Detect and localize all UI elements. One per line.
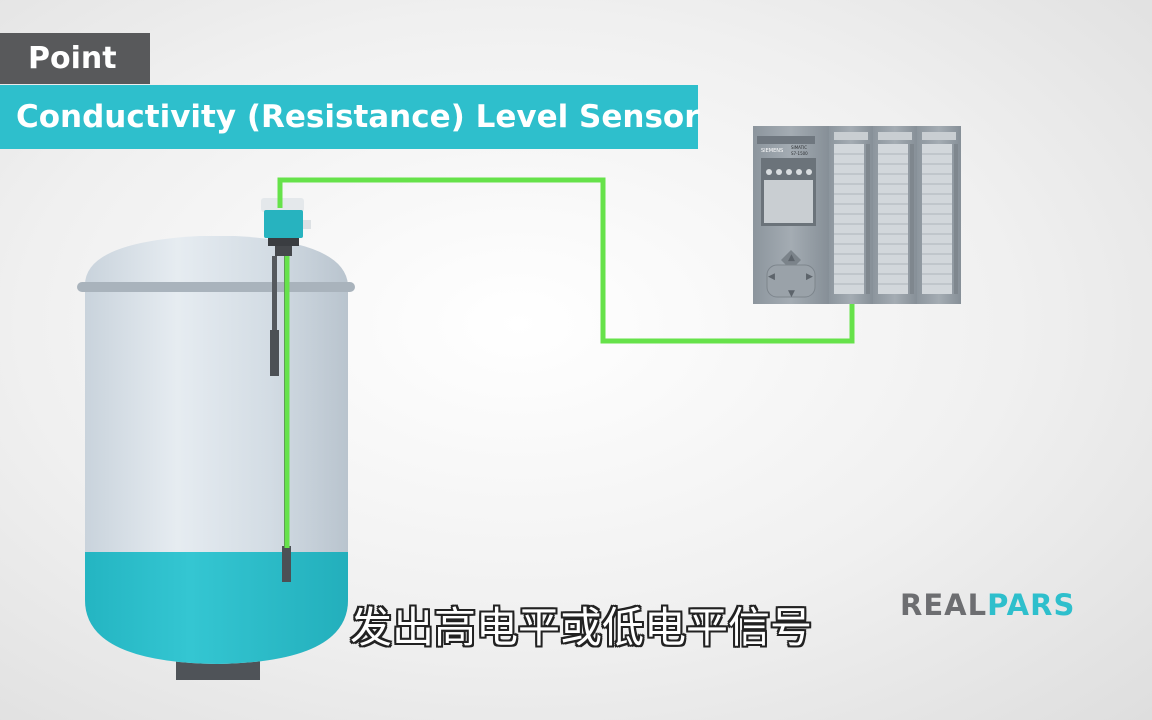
plc-rack: SIEMENS SIMATIC S7-1500 ▲ ▼ ◀ ▶ <box>753 126 961 304</box>
plc-display <box>764 180 813 223</box>
arrow-left-icon: ◀ <box>768 272 775 282</box>
plc-model-line1: SIMATIC <box>791 145 807 150</box>
page-title: Conductivity (Resistance) Level Sensor <box>16 99 700 135</box>
sensor-gland <box>303 220 311 229</box>
io-module-1 <box>829 126 873 304</box>
tank-outlet <box>176 658 260 680</box>
io-module-3 <box>917 126 961 304</box>
short-probe-rod <box>272 256 277 346</box>
logo-part-pars: PARS <box>987 588 1076 622</box>
signal-wire <box>277 177 855 344</box>
arrow-up-icon: ▲ <box>788 253 795 263</box>
tank <box>77 236 355 680</box>
sensor-collar <box>268 238 299 246</box>
io-module-2 <box>873 126 917 304</box>
arrow-down-icon: ▼ <box>788 289 795 299</box>
short-probe-tip <box>270 330 279 376</box>
logo-part-real: REAL <box>900 588 988 622</box>
sensor-neck <box>275 246 292 256</box>
title-banner: Conductivity (Resistance) Level Sensor <box>0 85 700 149</box>
plc-model-line2: S7-1500 <box>791 151 808 156</box>
liquid <box>85 552 348 664</box>
sensor-housing <box>264 210 303 238</box>
long-probe-tip <box>282 546 291 582</box>
plc-brand: SIEMENS <box>761 148 783 154</box>
tank-flange <box>77 282 355 292</box>
section-tag: Point <box>0 33 150 84</box>
section-tag-label: Point <box>28 41 117 76</box>
video-subtitle: 发出高电平或低电平信号 <box>349 602 812 652</box>
arrow-right-icon: ▶ <box>806 272 813 282</box>
